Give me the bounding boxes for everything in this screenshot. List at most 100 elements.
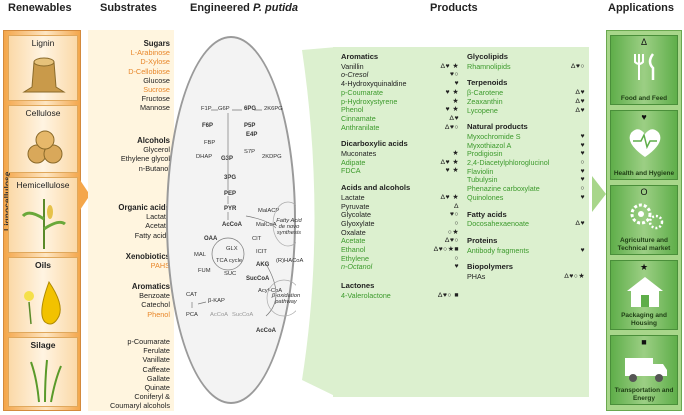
product-applications: ♥ bbox=[580, 132, 585, 140]
metabolite-f6p: F6P bbox=[202, 123, 214, 129]
substrate-item: Coniferyl & bbox=[134, 392, 170, 402]
metabolite-2k6pg: 2K6PG bbox=[264, 106, 283, 112]
product-applications: Δ♥ bbox=[449, 114, 459, 122]
metabolite-acylcoa: Acyl-CoA bbox=[258, 288, 283, 294]
metabolite-g6p: G6P bbox=[218, 106, 230, 112]
metabolite-mal: MAL bbox=[194, 252, 206, 258]
product-name: Phenol bbox=[341, 105, 364, 115]
product-name: Docosahexaenoate bbox=[467, 219, 529, 229]
metabolite-fbp: FBP bbox=[204, 140, 216, 146]
substrate-item: n-Butanol bbox=[138, 163, 170, 173]
product-name: Tubulysin bbox=[467, 175, 498, 185]
arrow-right-icon bbox=[592, 176, 606, 212]
product-group-title: Biopolymers bbox=[467, 262, 513, 272]
application-symbol: ■ bbox=[641, 337, 647, 347]
products-wedge bbox=[302, 47, 337, 397]
product-group-title: Terpenoids bbox=[467, 78, 508, 88]
application-symbol: ★ bbox=[639, 262, 649, 272]
metabolite-malcoa: MalCoA bbox=[256, 222, 277, 228]
substrate-item: p-Coumarate bbox=[127, 337, 170, 346]
metabolite-accoa: AcCoA bbox=[222, 222, 243, 228]
product-name: Pyruvate bbox=[341, 201, 370, 211]
substrate-item: Benzoate bbox=[139, 291, 170, 301]
substrate-item: Ethylene glycol bbox=[120, 154, 170, 164]
product-name: p-Coumarate bbox=[341, 87, 383, 97]
product-applications: Δ♥○★ bbox=[564, 273, 585, 281]
metabolite-akg: AKG bbox=[256, 262, 270, 268]
metabolite-malacp: MalACP bbox=[258, 208, 280, 214]
product-applications: ○ bbox=[580, 185, 585, 193]
product-applications: Δ♥○ ■ bbox=[437, 291, 459, 299]
product-applications: Δ♥ ★ bbox=[440, 62, 459, 70]
tree-stump-icon bbox=[22, 57, 66, 93]
product-name: Adipate bbox=[341, 157, 366, 167]
product-group-title: Proteins bbox=[467, 235, 498, 245]
substrate-group-title: Sugars bbox=[143, 39, 170, 48]
substrate-item: D-Cellobiose bbox=[128, 66, 170, 76]
metabolite-pca: PCA bbox=[186, 312, 198, 318]
substrate-item: Mannose bbox=[139, 103, 170, 113]
product-name: Antibody fragments bbox=[467, 245, 529, 255]
product-name: Prodigiosin bbox=[467, 149, 503, 159]
metabolite-pyr: PYR bbox=[224, 206, 237, 212]
product-name: Vanillin bbox=[341, 61, 364, 71]
product-applications: ♥ bbox=[580, 141, 585, 149]
product-applications: ★ bbox=[452, 97, 459, 105]
metabolite-g3p: G3P bbox=[221, 156, 234, 162]
metabolite-pep: PEP bbox=[224, 191, 237, 197]
product-group-title: Glycolipids bbox=[467, 52, 508, 61]
product-name: Ethylene bbox=[341, 253, 369, 263]
product-name: Cinnamate bbox=[341, 113, 376, 123]
substrate-item: Fructose bbox=[141, 94, 170, 104]
substrate-item: Gallate bbox=[146, 373, 170, 383]
metabolite-6pg: 6PG bbox=[244, 106, 257, 112]
product-applications: Δ bbox=[453, 202, 459, 210]
product-applications: Δ♥ bbox=[575, 220, 585, 228]
metabolite-suc: SUC bbox=[224, 271, 237, 277]
product-name: FDCA bbox=[341, 166, 361, 176]
substrate-item: L-Arabinose bbox=[130, 48, 170, 58]
substrate-group-xenobiotics: Xenobiotics PAHS bbox=[126, 252, 170, 270]
product-name: Flaviolin bbox=[467, 166, 494, 176]
substrate-group-aromatics: Aromatics Benzoate Catechol Phenol bbox=[132, 282, 170, 319]
product-applications: Δ♥○ bbox=[444, 123, 459, 131]
substrate-item: Glycerol bbox=[143, 145, 170, 155]
application-label: Packaging and Housing bbox=[621, 312, 667, 327]
metabolite-fum: FUM bbox=[198, 268, 211, 274]
product-name: β-Carotene bbox=[467, 88, 504, 98]
product-name: Glycolate bbox=[341, 210, 371, 220]
product-applications: ♥ bbox=[580, 150, 585, 158]
product-applications: ♥ bbox=[454, 263, 459, 271]
product-name: Lycopene bbox=[467, 105, 498, 115]
product-applications: ★ bbox=[452, 150, 459, 158]
product-applications: Δ♥ ★ bbox=[440, 193, 459, 201]
header-engineered-prefix: Engineered bbox=[190, 2, 253, 14]
metabolite-dhap: DHAP bbox=[196, 154, 213, 160]
renewable-hemicellulose: Hemicellulose bbox=[8, 177, 78, 253]
product-name: Muconates bbox=[341, 149, 377, 159]
substrate-item: Fatty acids bbox=[134, 230, 170, 240]
metabolite-accoa-3: AcCoA bbox=[256, 328, 277, 334]
product-applications: ♥ ★ bbox=[445, 88, 459, 96]
renewable-label: Cellulose bbox=[25, 108, 61, 118]
wood-logs-icon bbox=[27, 130, 63, 164]
product-applications: ○ bbox=[454, 219, 459, 227]
renewable-cellulose: Cellulose bbox=[8, 105, 78, 173]
product-applications: Δ♥○ bbox=[570, 62, 585, 70]
product-name: p-Hydroxystyrene bbox=[341, 96, 398, 106]
substrate-item: Coumaryl alcohols bbox=[109, 401, 170, 411]
header-applications: Applications bbox=[608, 2, 675, 14]
substrate-item: Caffeate bbox=[142, 364, 170, 374]
substrate-group-alcohols: Alcohols Glycerol Ethylene glycol n-Buta… bbox=[121, 136, 170, 173]
metabolite-cit: CIT bbox=[252, 236, 262, 242]
product-applications: ○ bbox=[454, 254, 459, 262]
product-applications: Δ♥ bbox=[575, 97, 585, 105]
product-applications: ○ bbox=[580, 159, 585, 167]
product-name: 2,4-Diacetylphloroglucinol bbox=[467, 158, 550, 168]
product-name: Lactate bbox=[341, 192, 365, 202]
product-applications: ♥ bbox=[580, 167, 585, 175]
product-name: Myxochromide S bbox=[467, 131, 521, 141]
